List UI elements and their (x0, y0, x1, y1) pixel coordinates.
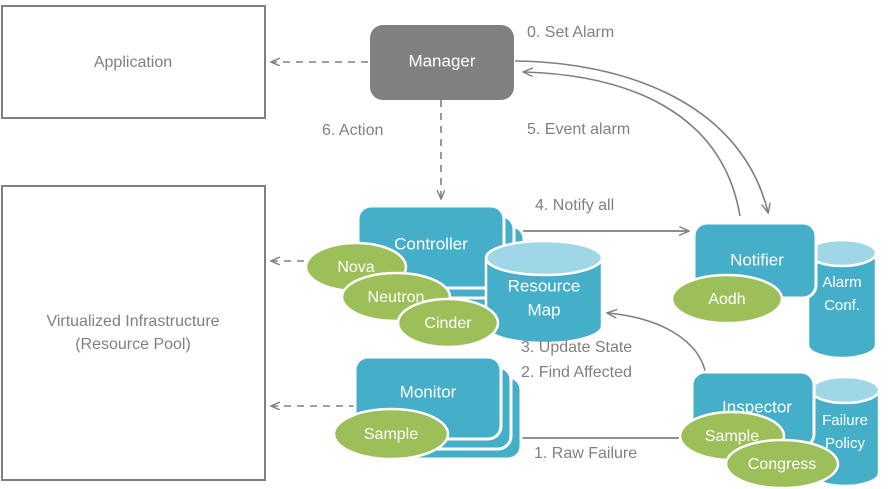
virtualized-infrastructure-label-line1: Virtualized Infrastructure (46, 313, 219, 330)
resource-map-label-line2: Map (527, 300, 560, 319)
edge-label-action: 6. Action (322, 122, 383, 139)
edge-set-alarm (514, 60, 768, 212)
controller-label: Controller (394, 234, 468, 253)
plugin-cinder[interactable]: Cinder (396, 297, 500, 349)
edge-update-state-find-affected (608, 313, 707, 376)
alarm-conf-label-line2: Conf. (824, 297, 860, 314)
resource-map-label-line1: Resource (508, 276, 581, 295)
application-label: Application (94, 54, 172, 71)
neutron-label: Neutron (368, 289, 425, 306)
plugin-aodh[interactable]: Aodh (670, 273, 784, 325)
sample-inspector-label: Sample (705, 428, 759, 445)
virtualized-infrastructure-label-line2: (Resource Pool) (75, 336, 191, 353)
edge-label-find-affected: 2. Find Affected (521, 364, 632, 381)
edge-label-set-alarm: 0. Set Alarm (527, 24, 614, 41)
alarm-conf-labels: Alarm Conf. (822, 274, 861, 314)
notifier-label: Notifier (730, 250, 784, 269)
node-manager[interactable]: Manager (370, 25, 514, 100)
plugin-sample-monitor[interactable]: Sample (332, 407, 450, 461)
manager-label: Manager (408, 51, 475, 70)
edge-label-notify-all: 4. Notify all (535, 197, 614, 214)
failure-policy-label-line2: Policy (825, 435, 866, 452)
failure-policy-label-line1: Failure (822, 412, 868, 429)
outer-box-virtualized-infrastructure: Virtualized Infrastructure (Resource Poo… (1, 185, 266, 481)
datastore-alarm-conf[interactable] (806, 238, 878, 360)
outer-box-application: Application (1, 5, 266, 119)
sample-monitor-label: Sample (364, 426, 418, 443)
failure-policy-labels: Failure Policy (822, 412, 868, 452)
plugin-congress[interactable]: Congress (724, 438, 840, 489)
edge-label-update-state: 3. Update State (521, 339, 632, 356)
nova-label: Nova (337, 259, 374, 276)
alarm-conf-label-line1: Alarm (822, 274, 861, 291)
cinder-label: Cinder (424, 315, 472, 332)
edge-label-event-alarm: 5. Event alarm (527, 121, 630, 138)
datastore-resource-map[interactable]: Resource Map (484, 239, 604, 345)
edge-label-raw-failure: 1. Raw Failure (534, 445, 637, 462)
monitor-label: Monitor (400, 382, 457, 401)
congress-label: Congress (748, 456, 816, 473)
edge-event-alarm (524, 72, 741, 217)
aodh-label: Aodh (708, 291, 745, 308)
